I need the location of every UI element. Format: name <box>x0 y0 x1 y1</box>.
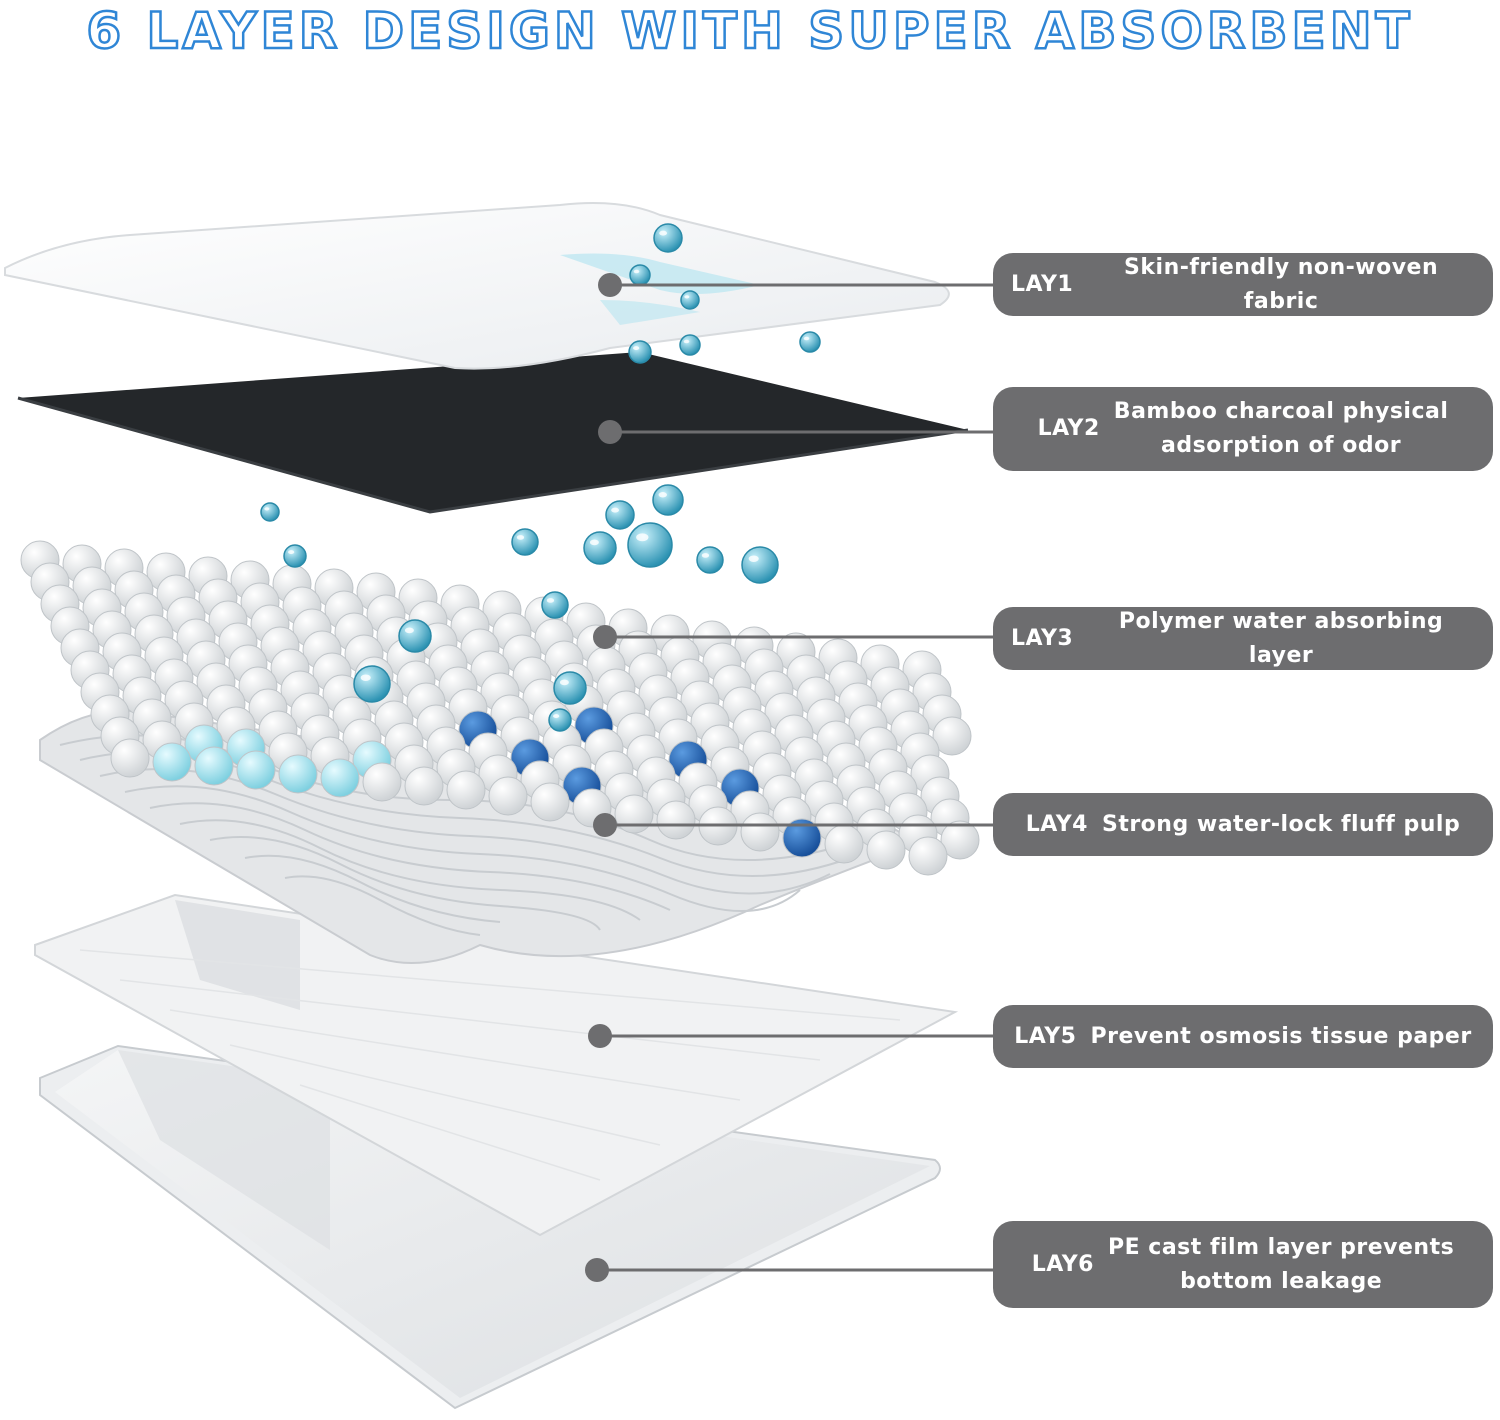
callout-lay5-id: LAY5 <box>1014 1023 1077 1049</box>
callout-lay5-text: Prevent osmosis tissue paper <box>1090 1023 1472 1049</box>
water-drops-icon <box>260 223 821 732</box>
leader-lines <box>585 273 995 1282</box>
callout-lay5: LAY5 Prevent osmosis tissue paper <box>993 1005 1493 1068</box>
callout-lay3-id: LAY3 <box>1011 625 1074 651</box>
callout-lay2-text: Bamboo charcoal physical adsorption of o… <box>1113 399 1449 458</box>
tissue-sheet-icon <box>34 893 959 1237</box>
callout-lay3-text: Polymer water absorbing layer <box>1118 608 1452 668</box>
callout-lay2: LAY2 Bamboo charcoal physical adsorption… <box>993 387 1493 471</box>
callout-lay4: LAY4 Strong water-lock fluff pulp <box>993 793 1493 856</box>
callout-lay1: LAY1 Skin-friendly non-woven fabric <box>993 253 1493 316</box>
charcoal-sheet-icon <box>17 352 969 514</box>
callout-lay4-text: Strong water-lock fluff pulp <box>1101 811 1461 837</box>
callout-lay4-id: LAY4 <box>1025 811 1088 837</box>
callout-lay6-text: PE cast film layer prevents bottom leaka… <box>1107 1234 1455 1294</box>
callout-lay1-id: LAY1 <box>1011 271 1074 297</box>
callout-lay1-text: Skin-friendly non-woven fabric <box>1124 254 1447 314</box>
polymer-beads-icon <box>20 540 980 876</box>
callout-lay6: LAY6 PE cast film layer prevents bottom … <box>993 1221 1493 1308</box>
callout-lay2-id: LAY2 <box>1037 416 1100 441</box>
callout-lay3: LAY3 Polymer water absorbing layer <box>993 607 1493 670</box>
callout-lay6-id: LAY6 <box>1031 1251 1094 1277</box>
page-title: 6 LAYER DESIGN WITH SUPER ABSORBENT <box>85 1 1414 62</box>
